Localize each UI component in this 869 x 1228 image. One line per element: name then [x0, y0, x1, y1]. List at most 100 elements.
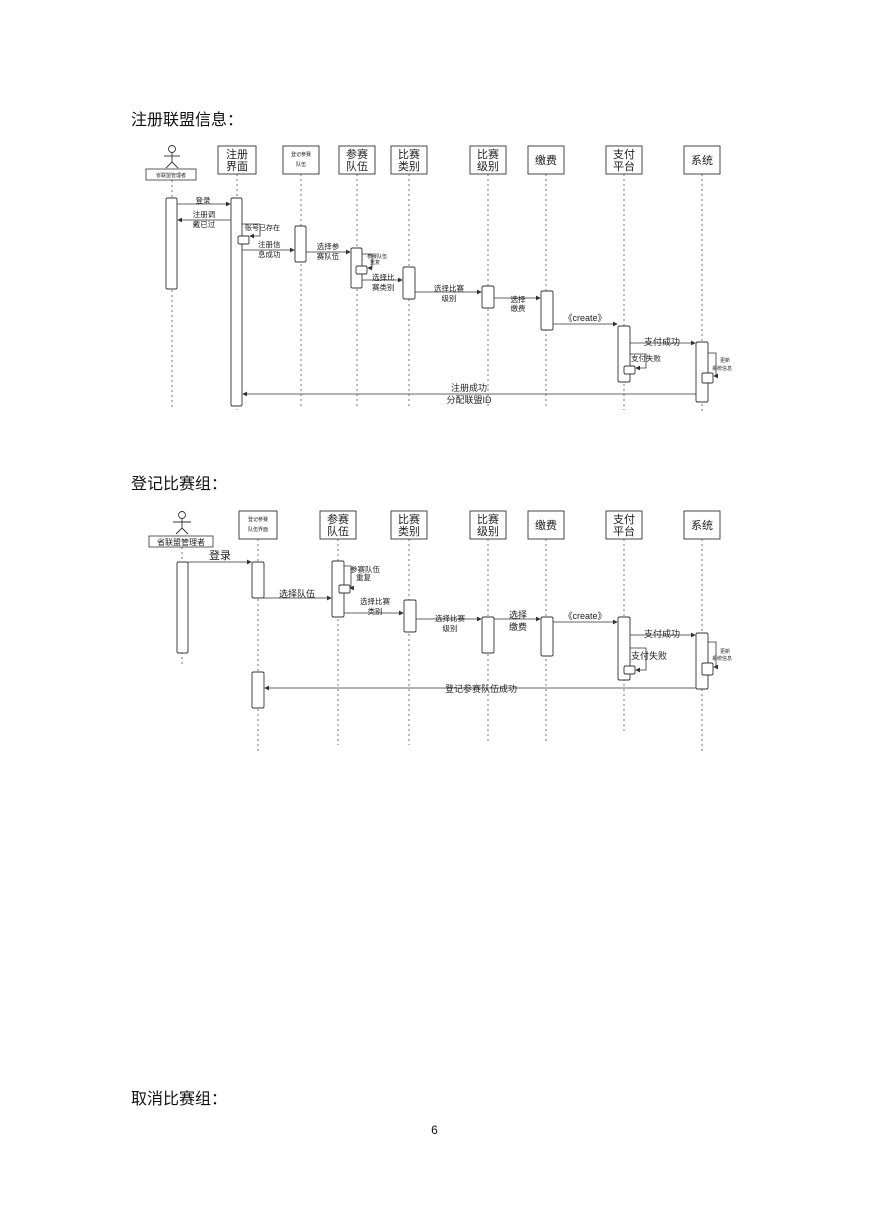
- actor-label: 省联盟管理者: [157, 537, 205, 547]
- activation-p1: [251, 561, 265, 599]
- msg-label-13b: 系统信息: [712, 365, 732, 372]
- sequence-diagram-register: 省联盟管理者 注册 界面 登记参赛 队伍 参赛 队伍 比赛 类别 比赛 级别 缴…: [145, 145, 732, 412]
- msg-label-2: 选择队伍: [279, 588, 315, 599]
- msg-label-9a: 选择: [511, 294, 526, 304]
- msg-label-6b: 重复: [370, 259, 380, 266]
- msg-label-5a: 选择比赛: [435, 613, 465, 623]
- actor-label: 省联盟管理者: [156, 172, 186, 179]
- msg-label-4b: 息成功: [258, 249, 281, 259]
- self-activation-p8: [701, 662, 714, 676]
- msg-label-14a: 注册成功: [451, 382, 487, 393]
- participant-p7: [605, 145, 643, 175]
- participant-p5: [469, 510, 507, 540]
- actor-icon: [164, 145, 180, 169]
- participant-p5: [469, 145, 507, 175]
- sequence-diagram-enroll: 省联盟管理者 登记参赛 队伍界面 参赛 队伍 比赛 类别 比赛 级别 缴费 支付…: [148, 510, 732, 752]
- msg-arrow-13: [708, 352, 718, 379]
- participant-p6: [527, 510, 565, 540]
- activation-p7: [617, 616, 631, 681]
- p3-line2: 队伍: [346, 159, 368, 173]
- participant-p2: [282, 145, 320, 175]
- p5-line2: 级别: [477, 525, 499, 538]
- participant-p7: [605, 510, 643, 540]
- activation-p8: [695, 341, 709, 403]
- self-activation-p7: [623, 365, 636, 375]
- activation-actor: [165, 197, 178, 290]
- p6-label: 缴费: [535, 518, 557, 532]
- p2-line2: 队伍: [296, 161, 306, 168]
- section-heading-cancel: 取消比赛组：: [131, 1089, 228, 1108]
- msg-label-6a: 选择: [509, 609, 527, 620]
- self-activation-p7: [623, 665, 636, 675]
- msg-label-8a: 选择比赛: [434, 283, 464, 293]
- msg-label-9b: 缴费: [511, 303, 526, 313]
- activation-p5: [481, 616, 495, 654]
- p3-line2: 队伍: [327, 524, 349, 538]
- participant-p8: [683, 510, 721, 540]
- p5-line2: 级别: [477, 160, 499, 173]
- p3-line1: 参赛: [327, 512, 349, 526]
- page-number: 6: [431, 1123, 438, 1137]
- msg-label-11: 登记参赛队伍成功: [445, 683, 517, 694]
- msg-label-5b: 级别: [443, 623, 458, 633]
- p1-line2: 队伍界面: [248, 526, 268, 533]
- participant-p8: [683, 145, 721, 175]
- msg-label-9: 支付失败: [631, 650, 667, 661]
- msg-label-8b: 级别: [442, 293, 457, 303]
- msg-label-2a: 注册调: [193, 209, 216, 219]
- self-activation-p1: [237, 235, 250, 245]
- msg-label-10b: 系统信息: [712, 655, 732, 662]
- msg-label-7b: 赛类别: [372, 282, 395, 292]
- actor-icon: [173, 511, 191, 535]
- section-heading-enroll: 登记比赛组：: [131, 474, 228, 493]
- p6-label: 缴费: [535, 153, 557, 167]
- p1-line2: 界面: [226, 160, 248, 173]
- activation-p2: [294, 225, 307, 263]
- participant-p6: [527, 145, 565, 175]
- p7-line1: 支付: [613, 148, 635, 161]
- msg-label-1: 登录: [196, 195, 211, 205]
- msg-label-3: 账号已存在: [245, 223, 280, 232]
- msg-arrow-12: [630, 353, 647, 371]
- p4-line1: 比赛: [398, 512, 420, 526]
- msg-arrow-6: [362, 253, 373, 271]
- actor-box: [145, 168, 197, 181]
- self-activation-p3: [338, 584, 351, 594]
- msg-arrow-9: [630, 647, 647, 673]
- msg-label-6b: 缴费: [509, 621, 527, 632]
- p8-label: 系统: [691, 154, 713, 167]
- activation-p1: [230, 197, 243, 407]
- p5-line1: 比赛: [477, 147, 499, 161]
- p7-line2: 平台: [613, 524, 635, 538]
- activation-p4: [402, 266, 416, 300]
- msg-label-4b: 类别: [368, 606, 383, 616]
- msg-label-5a: 选择参: [317, 241, 340, 251]
- participant-p3: [319, 510, 357, 540]
- p7-line2: 平台: [613, 159, 635, 173]
- msg-label-14b: 分配联盟ID: [446, 395, 492, 405]
- msg-label-3a: 参赛队伍: [350, 564, 380, 574]
- activation-p8: [695, 632, 709, 690]
- p2-line1: 登记参赛: [291, 151, 311, 158]
- p1-line1: 注册: [226, 147, 248, 161]
- msg-label-5b: 赛队伍: [317, 251, 340, 261]
- participant-p4: [390, 145, 428, 175]
- msg-label-8: 支付成功: [644, 628, 680, 639]
- participant-p1: [217, 145, 257, 175]
- p4-line2: 类别: [398, 524, 420, 538]
- activation-p4: [403, 599, 417, 633]
- msg-arrow-10: [708, 641, 718, 670]
- msg-label-11: 支付成功: [644, 336, 680, 347]
- self-activation-p8: [701, 372, 714, 384]
- msg-label-13a: 更新: [720, 357, 730, 364]
- msg-label-10a: 更新: [720, 648, 730, 655]
- msg-label-7: 《create》: [563, 611, 606, 621]
- activation-p1-return: [251, 671, 265, 709]
- msg-label-4a: 注册信: [258, 239, 281, 249]
- msg-label-4a: 选择比赛: [360, 596, 390, 606]
- section-heading-register: 注册联盟信息：: [131, 110, 244, 129]
- activation-actor: [176, 561, 189, 654]
- msg-label-3b: 重复: [356, 572, 371, 582]
- p1-line1: 登记参赛: [248, 516, 268, 523]
- activation-p5: [481, 285, 495, 309]
